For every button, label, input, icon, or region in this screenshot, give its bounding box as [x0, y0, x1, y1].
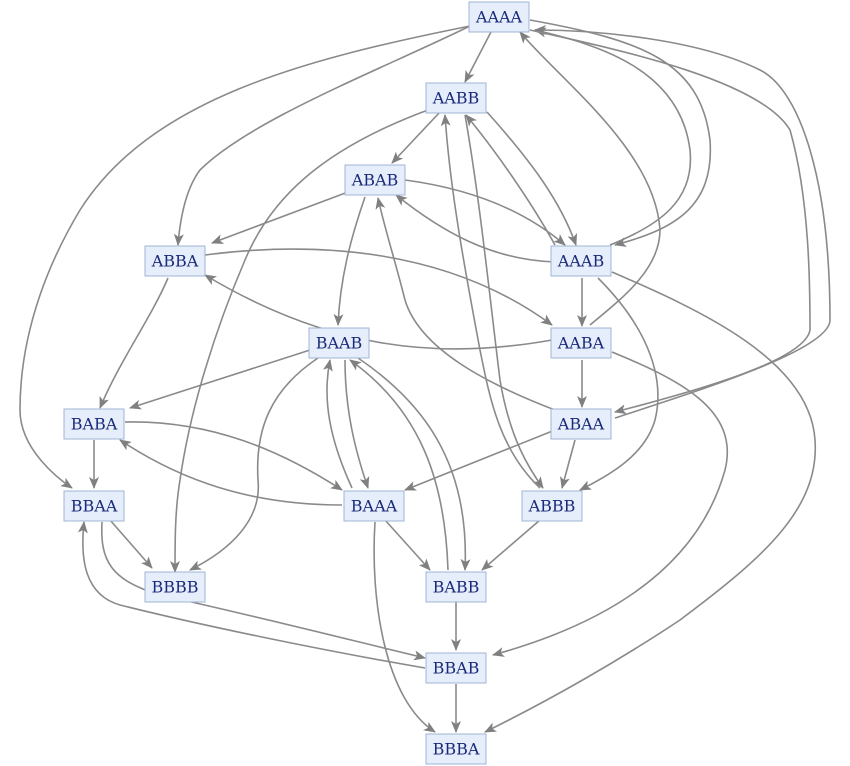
edge-abab-abba	[211, 191, 349, 244]
node-bbbb: BBBB	[144, 571, 206, 603]
edge-abaa-abab	[375, 197, 556, 411]
node-label-baba: BABA	[71, 415, 118, 434]
edge-baba-baaa	[124, 421, 343, 491]
node-label-aaab: AAAB	[557, 252, 604, 271]
node-abbb: ABBB	[521, 490, 583, 522]
node-abab: ABAB	[344, 164, 406, 196]
nodes-layer: AAAA AABB ABAB ABBA AAAB BAAB AABA BABA	[63, 1, 612, 765]
node-label-abbb: ABBB	[528, 497, 576, 516]
node-label-babb: BABB	[433, 578, 480, 597]
node-label-abaa: ABAA	[557, 415, 605, 434]
node-label-aabb: AABB	[432, 89, 480, 108]
node-label-bbba: BBBA	[433, 740, 480, 759]
edge-abaa-baaa	[404, 429, 556, 491]
edge-aaba-aaaa	[519, 31, 661, 326]
edge-baab-babb	[357, 357, 471, 571]
edge-abaa-aaaa	[534, 25, 831, 419]
edge-aabb-aaab	[486, 111, 578, 246]
edge-aaab-abab	[395, 194, 556, 263]
edge-aaab-bbba	[484, 271, 816, 733]
edge-aabb-bbbb	[170, 109, 429, 573]
node-baaa: BAAA	[343, 490, 405, 522]
edge-abbb-babb	[481, 519, 541, 571]
edge-baaa-bbba	[373, 521, 436, 733]
edge-baab-baba	[129, 349, 311, 410]
node-abba: ABBA	[144, 245, 206, 277]
node-abaa: ABAA	[550, 408, 612, 440]
node-label-abba: ABBA	[151, 252, 199, 271]
node-baab: BAAB	[308, 327, 370, 359]
edge-bbab-bbaa	[77, 521, 426, 669]
edge-baaa-baba	[119, 439, 343, 506]
edge-aaaa-aabb	[464, 29, 493, 83]
node-label-bbaa: BBAA	[71, 497, 118, 516]
node-label-aaba: AABA	[557, 334, 605, 353]
edge-aaab-aaaa	[534, 27, 692, 246]
edge-baab-bbbb	[189, 357, 319, 571]
node-label-bbbb: BBBB	[151, 578, 198, 597]
edge-aabb-abab	[391, 111, 441, 164]
edge-bbaa-bbbb	[109, 519, 153, 569]
node-label-abab: ABAB	[351, 171, 399, 190]
edge-baaa-babb	[384, 519, 431, 571]
edge-abab-aaab	[404, 179, 566, 246]
edges-layer	[19, 19, 831, 733]
edge-aaab-abbb	[579, 277, 659, 491]
edge-abba-aaba	[204, 248, 553, 326]
node-bbab: BBAB	[425, 652, 487, 684]
edge-aaaa-abba	[173, 25, 471, 246]
edge-abaa-abbb	[560, 439, 576, 489]
node-label-baaa: BAAA	[351, 497, 398, 516]
node-label-baab: BAAB	[316, 334, 363, 353]
node-aaaa: AAAA	[468, 1, 530, 33]
edge-baab-baaa	[344, 359, 370, 489]
node-aaba: AABA	[550, 327, 612, 359]
node-aaab: AAAB	[550, 245, 612, 277]
node-aabb: AABB	[425, 82, 487, 114]
node-bbaa: BBAA	[63, 490, 125, 522]
edge-aabb-abbb	[464, 114, 544, 489]
node-bbba: BBBA	[425, 733, 487, 765]
edge-aaba-abba	[204, 274, 553, 350]
node-label-bbab: BBAB	[433, 659, 480, 678]
edge-abba-baba	[99, 277, 169, 409]
edge-aaaa-aaab	[529, 19, 712, 247]
edge-aaaa-abaa	[529, 29, 811, 415]
edge-baaa-baab	[322, 359, 353, 489]
edge-babb-baab	[349, 359, 449, 571]
edge-aaba-bbab	[492, 351, 728, 657]
node-label-aaaa: AAAA	[475, 8, 523, 27]
edge-abbb-aabb	[440, 114, 541, 489]
edge-aaaa-bbaa	[19, 25, 471, 489]
edge-aaab-aabb	[465, 114, 556, 246]
node-babb: BABB	[425, 571, 487, 603]
node-baba: BABA	[63, 408, 125, 440]
edge-abab-baab	[333, 196, 366, 326]
